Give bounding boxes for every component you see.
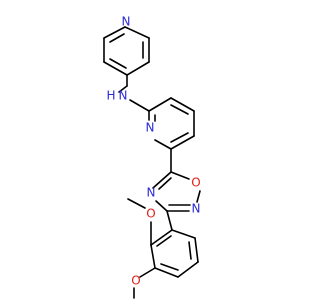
atom-label-n: N — [147, 186, 156, 200]
oxadiazole-ring — [152, 171, 201, 212]
atom-label-n: N — [146, 121, 155, 135]
atom-label-o: O — [131, 274, 140, 288]
atom-labels: N N H N O N N O O — [106, 15, 200, 288]
methoxy-upper — [127, 198, 152, 246]
central-pyridine-ring — [148, 97, 195, 150]
methylene-linker — [118, 74, 128, 93]
atom-label-h: H — [106, 89, 115, 103]
dimethoxyphenyl-ring — [150, 229, 199, 278]
atom-label-n: N — [122, 15, 131, 29]
methoxy-lower — [133, 267, 156, 299]
atom-label-o: O — [146, 207, 155, 221]
atom-label-o: O — [191, 176, 200, 190]
amine-bond — [129, 99, 150, 112]
molecule-structure-diagram: N N H N O N N O O — [103, 15, 201, 299]
aryl-connector-bond — [166, 210, 173, 231]
top-pyridine-ring — [103, 26, 150, 76]
atom-label-n: N — [192, 202, 201, 216]
atom-label-n: N — [119, 89, 128, 103]
